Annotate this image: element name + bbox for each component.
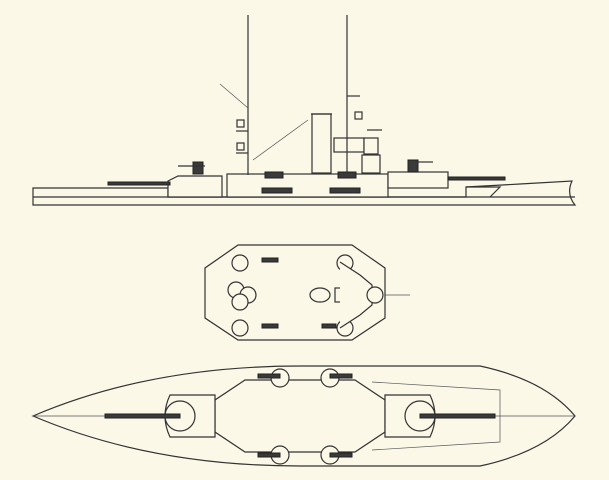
funnel (311, 113, 332, 174)
side-elevation (32, 15, 577, 206)
fore-guns (107, 181, 171, 186)
fore-secondary-gun (192, 161, 204, 175)
aft-secondary-gun (407, 159, 419, 173)
fore-turret (167, 175, 223, 198)
superstructure-plan (204, 244, 410, 341)
deck-plan (31, 365, 576, 467)
bow-step (466, 186, 502, 198)
aft-guns (447, 176, 506, 181)
superstructure (226, 173, 389, 198)
